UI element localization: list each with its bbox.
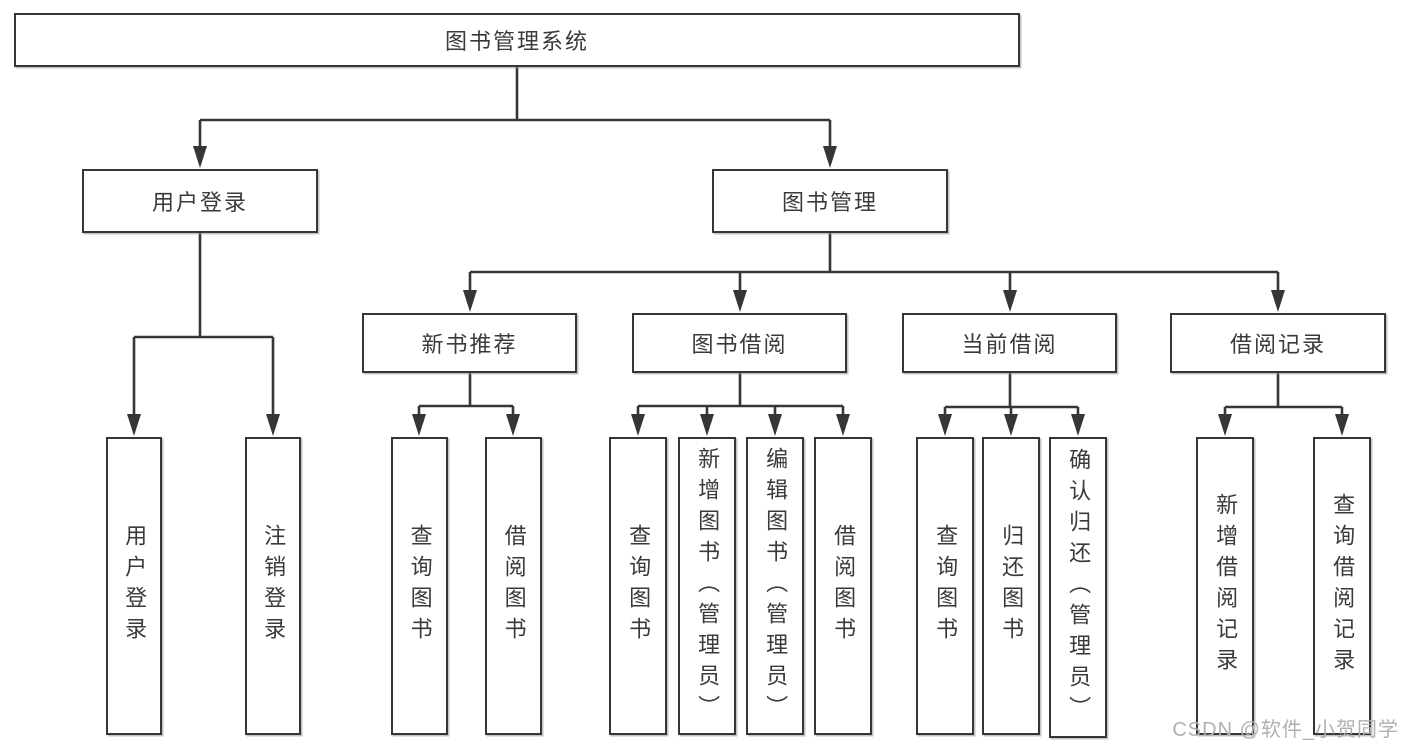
watermark: CSDN @软件_小贺同学 (1172, 719, 1399, 741)
node-borrowing-records-label: 借阅记录 (1229, 332, 1326, 357)
node-user-login: 用户登录 (82, 169, 318, 233)
leaf-br-add-record: 新增借阅记录 (1196, 437, 1254, 735)
node-new-book-recommend: 新书推荐 (362, 313, 577, 373)
leaf-bb-query-books-label: 查询图书 (626, 524, 652, 648)
node-book-management: 图书管理 (712, 169, 948, 233)
leaf-br-add-record-label: 新增借阅记录 (1213, 493, 1239, 679)
leaf-nbr-borrow-books: 借阅图书 (485, 437, 542, 735)
node-borrowing-records: 借阅记录 (1170, 313, 1386, 373)
leaf-nbr-query-books: 查询图书 (391, 437, 448, 735)
node-new-book-recommend-label: 新书推荐 (421, 332, 518, 357)
leaf-bb-borrow-books-label: 借阅图书 (831, 524, 857, 648)
edge-current-borrowing-to-leaves (943, 373, 1080, 418)
leaf-bb-edit-books: 编辑图书（管理员） (746, 437, 804, 735)
leaf-cb-return-books-label: 归还图书 (999, 524, 1025, 648)
leaf-cb-query-books-label: 查询图书 (933, 524, 959, 648)
edge-root-to-level2 (198, 67, 832, 150)
leaf-bb-add-books: 新增图书（管理员） (678, 437, 736, 735)
node-book-borrowing-label: 图书借阅 (691, 332, 788, 357)
edge-user-login-to-leaves (132, 233, 275, 418)
leaf-user-login-label: 用户登录 (122, 524, 148, 648)
node-current-borrowing-label: 当前借阅 (961, 332, 1058, 357)
leaf-cb-query-books: 查询图书 (916, 437, 974, 735)
node-root-label: 图书管理系统 (444, 29, 589, 54)
arrowheads (127, 146, 1349, 436)
edge-new-book-recommend-to-leaves (417, 373, 515, 418)
leaf-bb-query-books: 查询图书 (609, 437, 667, 735)
leaf-bb-edit-books-label: 编辑图书（管理员） (763, 446, 789, 726)
leaf-cb-confirm-return: 确认归还（管理员） (1049, 437, 1107, 738)
leaf-br-query-record-label: 查询借阅记录 (1330, 493, 1356, 679)
node-user-login-label: 用户登录 (151, 190, 248, 215)
leaf-logout: 注销登录 (245, 437, 301, 735)
leaf-cb-confirm-return-label: 确认归还（管理员） (1066, 448, 1092, 727)
leaf-logout-label: 注销登录 (261, 524, 287, 648)
node-current-borrowing: 当前借阅 (902, 313, 1117, 373)
node-book-management-label: 图书管理 (781, 190, 878, 215)
edge-borrowing-records-to-leaves (1223, 373, 1344, 418)
edge-book-management-to-level3 (468, 233, 1280, 295)
leaf-bb-borrow-books: 借阅图书 (814, 437, 872, 735)
leaf-cb-return-books: 归还图书 (982, 437, 1040, 735)
node-root: 图书管理系统 (14, 13, 1020, 67)
leaf-nbr-borrow-books-label: 借阅图书 (501, 524, 527, 648)
leaf-br-query-record: 查询借阅记录 (1313, 437, 1371, 735)
leaf-nbr-query-books-label: 查询图书 (407, 524, 433, 648)
leaf-bb-add-books-label: 新增图书（管理员） (695, 446, 721, 726)
edge-book-borrowing-to-leaves (636, 373, 845, 418)
leaf-user-login: 用户登录 (106, 437, 162, 735)
node-book-borrowing: 图书借阅 (632, 313, 847, 373)
